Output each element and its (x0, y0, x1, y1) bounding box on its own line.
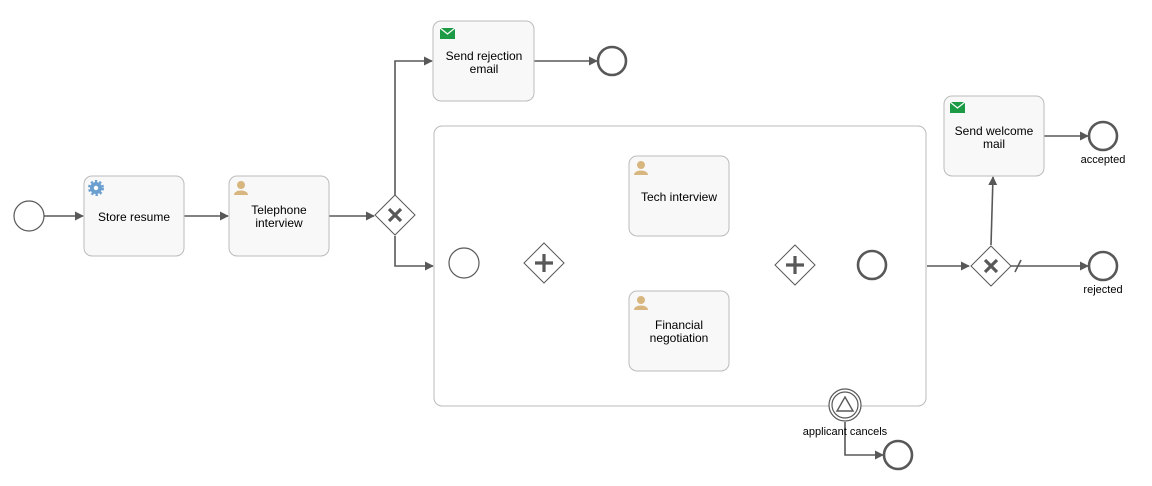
end-event-rejection-sent[interactable] (596, 45, 628, 77)
triangle-icon (835, 395, 855, 412)
task-label-line1: Send welcome (955, 124, 1034, 138)
flow-gateway-to-welcome[interactable] (988, 176, 998, 246)
task-financial-negotiation[interactable]: Financial negotiation (628, 290, 730, 372)
task-tech-interview[interactable]: Tech interview (628, 155, 730, 237)
exclusive-gateway-interview-result[interactable] (374, 194, 416, 236)
accepted-label: accepted (1081, 154, 1126, 166)
task-label-line2: negotiation (650, 331, 709, 345)
end-event-rejected[interactable] (1087, 250, 1119, 282)
subprocess-end-event[interactable] (856, 249, 888, 281)
mail-icon (949, 101, 966, 113)
task-telephone-interview[interactable]: Telephone interview (228, 175, 330, 257)
flow-gateway-to-subprocess[interactable] (394, 236, 434, 271)
user-icon (634, 161, 648, 175)
end-event-cancelled[interactable] (882, 439, 914, 471)
applicant-cancels-label: applicant cancels (803, 426, 888, 438)
default-flow-marker (1014, 259, 1022, 273)
flow-boundary-to-end[interactable] (844, 422, 884, 460)
task-label: Store resume (98, 210, 170, 224)
task-send-welcome-mail[interactable]: Send welcome mail (943, 95, 1045, 177)
user-icon (234, 181, 248, 195)
parallel-gateway-fork[interactable] (523, 242, 565, 284)
rejected-label: rejected (1083, 284, 1122, 296)
subprocess-start-event[interactable] (448, 247, 480, 279)
end-event-accepted[interactable] (1087, 120, 1119, 152)
task-label-line1: Financial (655, 318, 703, 332)
task-label-line2: email (470, 62, 499, 76)
subprocess-interviews[interactable] (433, 125, 927, 407)
start-event[interactable] (13, 200, 45, 232)
task-label: Tech interview (641, 190, 717, 204)
boundary-event-applicant-cancels[interactable] (828, 388, 862, 422)
task-store-resume[interactable]: Store resume (83, 175, 185, 257)
task-label-line2: mail (983, 137, 1005, 151)
exclusive-gateway-decision[interactable] (970, 245, 1012, 287)
task-send-rejection-email[interactable]: Send rejection email (432, 20, 535, 102)
mail-icon (439, 27, 456, 39)
task-label-line1: Send rejection (446, 49, 523, 63)
task-label-line2: interview (255, 216, 303, 230)
user-icon (634, 296, 648, 310)
task-label-line1: Telephone (251, 203, 307, 217)
flow-gateway-to-rejection[interactable] (394, 56, 433, 195)
parallel-gateway-join[interactable] (774, 244, 816, 286)
gear-icon (88, 180, 104, 196)
